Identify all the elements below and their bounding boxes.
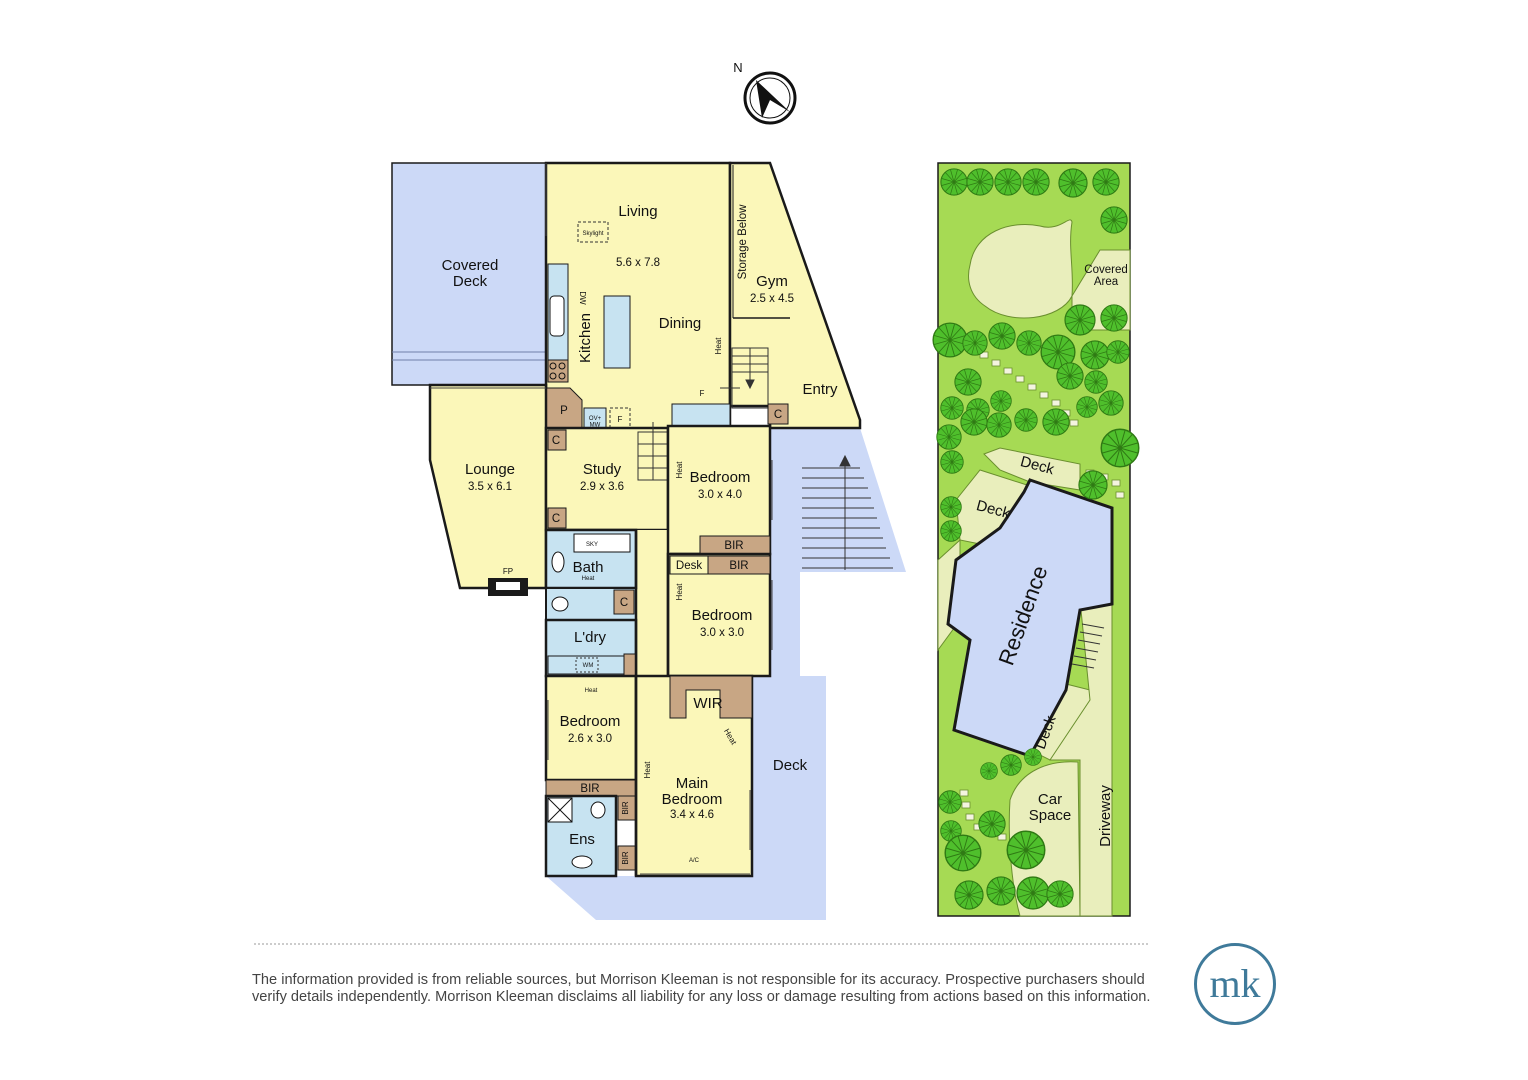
kitchen-label: Kitchen — [577, 313, 594, 363]
pantry-label: P — [560, 405, 568, 417]
washing-machine-label: WM — [583, 663, 594, 669]
lounge-label: Lounge — [465, 461, 515, 478]
bath-cupboard-label: C — [620, 597, 628, 609]
bedroom-2-dimensions: 3.0 x 3.0 — [700, 627, 744, 639]
living-dimensions: 5.6 x 7.8 — [616, 257, 660, 269]
study-cupboard-label-1: C — [552, 435, 560, 447]
deck-label: Deck — [773, 757, 808, 774]
hearth-fireplace-label: F — [700, 389, 705, 398]
residence-footprint — [946, 478, 1114, 758]
gym-entry-room — [728, 161, 862, 430]
oven-microwave-label: OV+MW — [589, 416, 602, 428]
bedroom-1-bir-label: BIR — [724, 540, 743, 552]
skylight-label: Skylight — [582, 231, 603, 237]
bath-label: Bath — [573, 559, 604, 576]
lawn-north — [968, 219, 1073, 319]
bedroom-3 — [544, 674, 638, 782]
disclaimer-text: The information provided is from reliabl… — [252, 972, 1151, 1005]
kitchen-island — [603, 295, 631, 369]
bedroom-1-heat-label: Heat — [675, 461, 684, 479]
gym-dimensions: 2.5 x 4.5 — [750, 293, 794, 305]
laundry-label: L'dry — [574, 629, 607, 646]
ensuite-label: Ens — [569, 831, 595, 848]
fridge-label: F — [618, 415, 623, 424]
entry-cupboard-label: C — [774, 409, 782, 421]
bath-skylight-label: SKY — [586, 542, 598, 548]
car-space-area — [1008, 761, 1081, 917]
compass-needle-icon — [756, 80, 790, 118]
bedroom-2-bir-label: BIR — [729, 560, 748, 572]
bedroom-1-dimensions: 3.0 x 4.0 — [698, 489, 742, 501]
main-bedroom-heat-label: Heat — [643, 761, 652, 779]
study-label: Study — [583, 461, 622, 478]
bedroom-2-label: Bedroom — [692, 607, 753, 624]
brand-logo: mk — [1194, 943, 1276, 1025]
north-label: N — [733, 60, 742, 75]
ensuite-bir-label-2: BIR — [621, 851, 630, 865]
driveway-label: Driveway — [1097, 785, 1114, 847]
dining-heat-label: Heat — [714, 337, 723, 355]
wir-label: WIR — [693, 695, 722, 712]
ensuite-bir-label-1: BIR — [621, 801, 630, 815]
bath-heat-label: Heat — [582, 576, 595, 582]
dishwasher-label: DW — [578, 291, 587, 305]
driveway-area — [1049, 599, 1113, 917]
main-bedroom-dimensions: 3.4 x 4.6 — [670, 809, 714, 821]
deck-stairs — [802, 454, 893, 570]
fp-label: FP — [503, 567, 513, 576]
study-cupboard-label-2: C — [552, 513, 560, 525]
bedroom-1 — [666, 424, 772, 556]
laundry-heat-label: Heat — [585, 688, 598, 694]
dining-label: Dining — [659, 315, 702, 332]
storage-below-label: Storage Below — [737, 204, 749, 279]
air-conditioner-label: A/C — [689, 858, 700, 864]
bedroom-3-dimensions: 2.6 x 3.0 — [568, 733, 612, 745]
living-label: Living — [618, 203, 657, 220]
deck-area — [546, 428, 906, 920]
lounge-dimensions: 3.5 x 6.1 — [468, 481, 512, 493]
bedroom-3-bir-label: BIR — [580, 783, 599, 795]
study-dimensions: 2.9 x 3.6 — [580, 481, 624, 493]
covered-deck-area — [391, 162, 547, 386]
sink-icon — [549, 295, 565, 337]
bedroom-1-label: Bedroom — [690, 469, 751, 486]
desk-label: Desk — [676, 560, 702, 572]
bedroom-2-heat-label: Heat — [675, 583, 684, 601]
compass: N — [733, 60, 797, 125]
brand-logo-text: mk — [1209, 961, 1261, 1006]
bedroom-3-label: Bedroom — [560, 713, 621, 730]
gym-label: Gym — [756, 273, 788, 290]
entry-label: Entry — [802, 381, 838, 398]
hearth — [671, 403, 731, 427]
